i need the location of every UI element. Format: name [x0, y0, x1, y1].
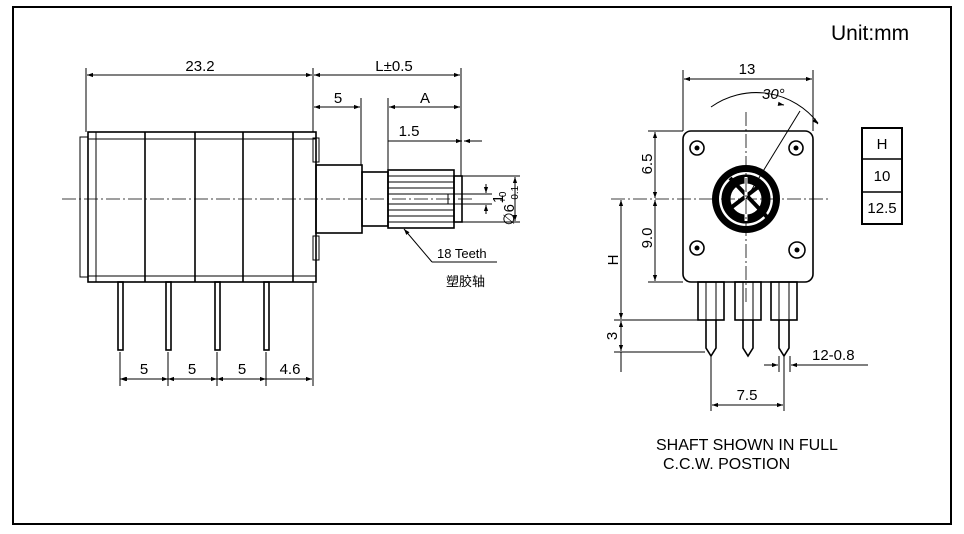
dim-pin-offset: 4.6	[280, 361, 301, 378]
dim-slot: 1	[490, 195, 507, 203]
front-pins	[697, 281, 798, 358]
dim-body-length: 23.2	[185, 58, 214, 75]
drawing-frame	[12, 6, 952, 525]
h-table-header: H	[877, 136, 888, 153]
dim-pin-width: 12-0.8	[812, 347, 855, 364]
svg-text:∅6: ∅6	[501, 204, 518, 225]
unit-label: Unit:mm	[831, 22, 909, 45]
h-table-value: 12.5	[867, 200, 896, 217]
h-value-table: H 10 12.5	[861, 127, 903, 225]
dim-pin-pitch: 7.5	[737, 387, 758, 404]
dim-pin-pitch-1: 5	[140, 361, 148, 378]
extension-lines	[85, 68, 520, 386]
svg-text:-0.1: -0.1	[510, 185, 521, 203]
dim-bushing: 5	[334, 90, 342, 107]
note-line-1: SHAFT SHOWN IN FULL	[656, 437, 838, 454]
dim-knurl: A	[420, 90, 430, 107]
potentiometer-body	[79, 131, 320, 283]
dim-shaft-diameter: ∅6 +0 -0.1	[498, 185, 521, 225]
side-view: 23.2 L±0.5 5 A 1.5 1 ∅6 +0 -0.1 5 5 5 4.…	[62, 58, 521, 386]
dim-lower-height: 9.0	[639, 228, 656, 249]
dim-pin-pitch-2: 5	[188, 361, 196, 378]
terminal-pins	[117, 281, 270, 351]
dim-width: 13	[739, 61, 756, 78]
svg-text:+0: +0	[498, 191, 509, 203]
h-table-value: 10	[874, 168, 891, 185]
dim-pin-length: 3	[604, 332, 621, 340]
dim-angle: 30°	[762, 86, 785, 103]
dim-pin-pitch-3: 5	[238, 361, 246, 378]
dim-tip: 1.5	[399, 123, 420, 140]
teeth-leader	[403, 228, 433, 263]
dim-shaft-length: L±0.5	[375, 58, 412, 75]
front-view: 13 30° 6.5 9.0 H 3 7.5 12-0.8 SHAFT SHOW…	[604, 61, 868, 473]
dim-upper-height: 6.5	[639, 154, 656, 175]
mounting-holes	[689, 140, 806, 259]
note-line-2: C.C.W. POSTION	[663, 456, 790, 473]
material-label: 塑胶轴	[446, 274, 485, 289]
dim-h: H	[605, 255, 622, 266]
teeth-label: 18 Teeth	[437, 246, 487, 261]
